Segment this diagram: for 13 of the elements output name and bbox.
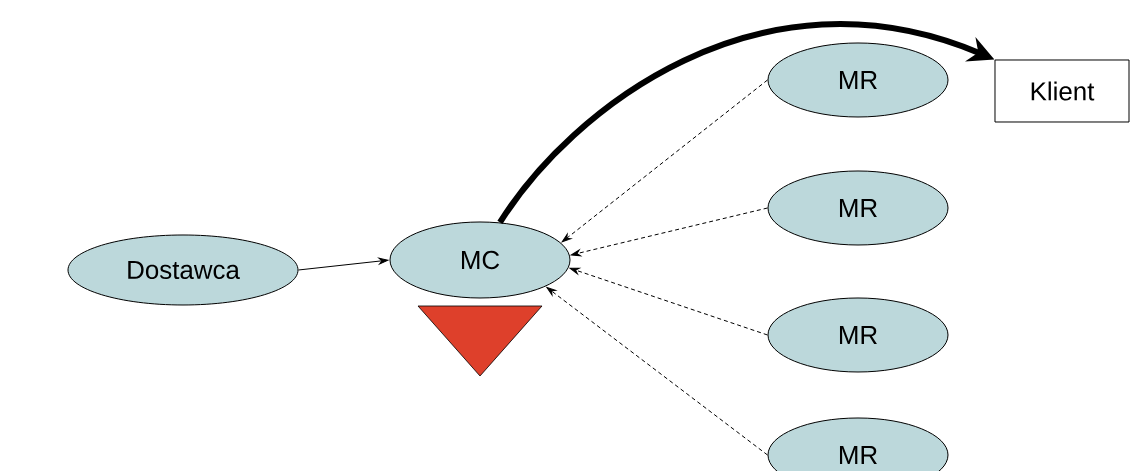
ellipse-node: Dostawca [67,234,299,306]
inventory-triangle [417,305,543,377]
process-box: Klient [994,59,1130,123]
arrow [546,286,768,456]
ellipse-node: MC [389,221,571,299]
ellipse-node: MR [767,42,949,118]
arrow [570,207,768,257]
arrow [569,267,768,336]
arrow [561,79,768,243]
ellipse-node: MR [767,170,949,246]
ellipse-node: MR [767,297,949,373]
ellipse-node: MR [767,417,949,471]
arrow [298,257,389,271]
